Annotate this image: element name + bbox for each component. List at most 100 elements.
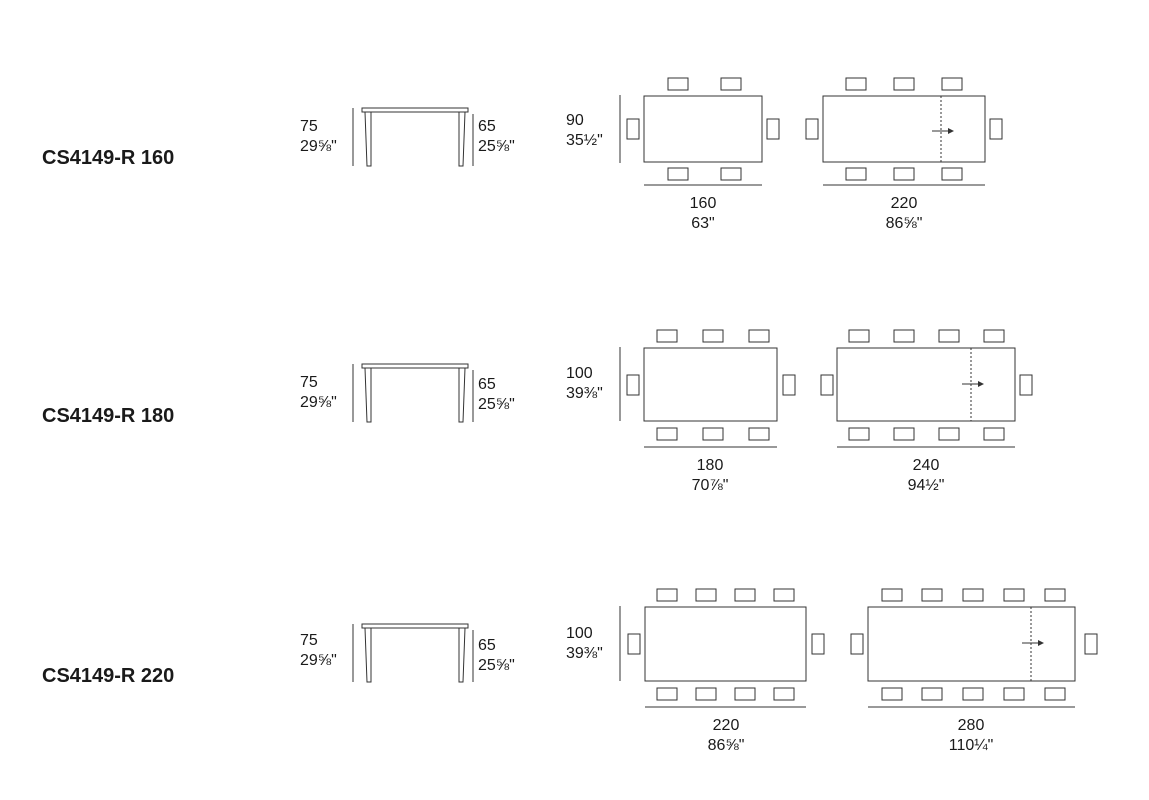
depth-in: 39⅜" <box>566 645 603 662</box>
chair <box>766 118 780 140</box>
table-top-side <box>361 107 469 113</box>
table-leg-left <box>364 367 372 423</box>
chair <box>921 588 943 602</box>
table-top-plan-extended <box>822 95 986 163</box>
chair <box>695 588 717 602</box>
table-leg-left <box>364 111 372 167</box>
chair <box>893 77 915 91</box>
chair <box>881 588 903 602</box>
table-top-plan <box>643 95 763 163</box>
table-leg-right <box>458 627 466 683</box>
chair <box>1003 588 1025 602</box>
chair <box>850 633 864 655</box>
chair <box>845 167 867 181</box>
extended-width-cm: 280 <box>958 717 985 734</box>
height-cm: 75 <box>300 118 318 135</box>
chair <box>656 588 678 602</box>
model-label: CS4149-R 220 <box>42 665 174 687</box>
depth-in: 39⅜" <box>566 385 603 402</box>
chair <box>773 687 795 701</box>
side-elevation: 75 29⅝" 65 25⅝" <box>300 107 515 167</box>
arrow-head <box>978 381 984 387</box>
chair <box>811 633 825 655</box>
table-top-plan-extended <box>867 606 1076 682</box>
chair <box>702 427 724 441</box>
chair <box>1044 588 1066 602</box>
table-top-side <box>361 363 469 369</box>
chair <box>881 687 903 701</box>
arrow-head <box>1038 640 1044 646</box>
chair <box>805 118 819 140</box>
table-leg-left <box>364 627 372 683</box>
chair <box>667 167 689 181</box>
plan-closed: 100 39⅜" 220 86⅝" <box>566 588 825 754</box>
chair <box>656 329 678 343</box>
chair <box>748 427 770 441</box>
chair <box>893 427 915 441</box>
depth-in: 35½" <box>566 132 603 149</box>
chair <box>845 77 867 91</box>
chair <box>626 118 640 140</box>
chair <box>983 329 1005 343</box>
chair <box>941 167 963 181</box>
table-top-plan <box>644 606 807 682</box>
chair <box>1044 687 1066 701</box>
closed-width-cm: 160 <box>690 195 717 212</box>
chair <box>720 167 742 181</box>
closed-width-in: 70⅞" <box>692 477 729 494</box>
chair <box>820 374 834 396</box>
closed-width-in: 63" <box>691 215 714 232</box>
plan-closed: 100 39⅜" 180 70⅞" <box>566 329 796 494</box>
row-cs4149-r-220: CS4149-R 220 75 29⅝" 65 25⅝" 100 39⅜" <box>42 588 1098 754</box>
model-label: CS4149-R 160 <box>42 147 174 169</box>
chair <box>695 687 717 701</box>
chair <box>962 687 984 701</box>
chair <box>989 118 1003 140</box>
height-cm: 75 <box>300 632 318 649</box>
chair <box>938 427 960 441</box>
chair <box>983 427 1005 441</box>
clearance-cm: 65 <box>478 118 496 135</box>
plan-extended: 220 86⅝" <box>805 77 1003 232</box>
chair <box>702 329 724 343</box>
table-leg-right <box>458 111 466 167</box>
extended-width-in: 110¼" <box>949 737 994 754</box>
extended-width-in: 94½" <box>908 477 945 494</box>
chair <box>656 687 678 701</box>
height-cm: 75 <box>300 374 318 391</box>
chair <box>656 427 678 441</box>
chair <box>1084 633 1098 655</box>
depth-cm: 100 <box>566 625 593 642</box>
depth-cm: 100 <box>566 365 593 382</box>
plan-closed: 90 35½" 160 63" <box>566 77 780 232</box>
clearance-in: 25⅝" <box>478 657 515 674</box>
chair <box>848 329 870 343</box>
chair <box>1019 374 1033 396</box>
chair <box>921 687 943 701</box>
table-leg-right <box>458 367 466 423</box>
extended-width-cm: 220 <box>891 195 918 212</box>
chair <box>667 77 689 91</box>
clearance-in: 25⅝" <box>478 138 515 155</box>
chair <box>962 588 984 602</box>
closed-width-in: 86⅝" <box>708 737 745 754</box>
height-in: 29⅝" <box>300 138 337 155</box>
side-elevation: 75 29⅝" 65 25⅝" <box>300 363 515 423</box>
plan-extended: 280 110¼" <box>850 588 1098 754</box>
clearance-in: 25⅝" <box>478 396 515 413</box>
depth-cm: 90 <box>566 112 584 129</box>
clearance-cm: 65 <box>478 376 496 393</box>
model-label: CS4149-R 180 <box>42 405 174 427</box>
chair <box>782 374 796 396</box>
closed-width-cm: 220 <box>713 717 740 734</box>
extended-width-in: 86⅝" <box>886 215 923 232</box>
chair <box>720 77 742 91</box>
table-top-side <box>361 623 469 629</box>
extended-width-cm: 240 <box>913 457 940 474</box>
table-top-plan-extended <box>836 347 1016 422</box>
height-in: 29⅝" <box>300 652 337 669</box>
chair <box>734 588 756 602</box>
height-in: 29⅝" <box>300 394 337 411</box>
chair <box>734 687 756 701</box>
side-elevation: 75 29⅝" 65 25⅝" <box>300 623 515 683</box>
